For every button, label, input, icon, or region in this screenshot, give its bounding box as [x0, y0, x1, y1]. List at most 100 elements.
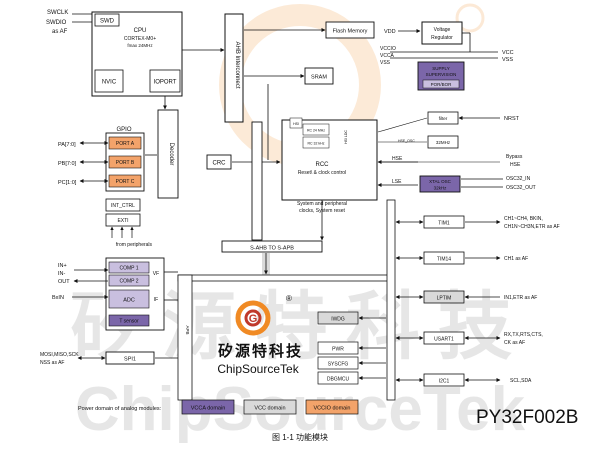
comp1-label: COMP 1 [119, 266, 138, 272]
hse-in-label: HSE [392, 156, 403, 162]
pin-bxin: BxIN [52, 295, 64, 301]
usart1-label: USART1 [434, 337, 454, 343]
usart-pins: RX,TX,RTS,CTS, [504, 332, 543, 338]
i2c-pins: SCL,SDA [510, 378, 532, 384]
from-peripherals-label: from peripherals [116, 242, 153, 248]
hsi-block [289, 117, 303, 129]
pin-in-minus: IN- [58, 271, 66, 277]
logo-mark-letter: G [249, 313, 258, 325]
apb-bus-right [386, 199, 396, 401]
pin-swdio: SWDIO [46, 20, 67, 26]
pwr-label: PWR [332, 347, 344, 353]
pin-vcc-out: VCC [502, 50, 514, 56]
legend-vcca-swatch [181, 399, 235, 415]
por-bor-block [422, 79, 460, 89]
legend-vcca-label: VCCA domain [191, 406, 226, 412]
lptim-pins: IN1,ETR as AF [504, 295, 537, 301]
iwdg-label: IWDG [331, 317, 345, 323]
vreg-label: Voltage [434, 27, 451, 33]
int-ctrl-label: INT_CTRL [111, 203, 135, 209]
xtal-label: XTAL OSC [429, 179, 452, 184]
t-sensor-label: T sensor [119, 319, 139, 325]
xtal-label-2: 32kHz [434, 186, 448, 191]
comp2-label: COMP 2 [119, 279, 138, 285]
ahb-interconnect [224, 13, 244, 123]
fmax-label: fmax 24MHz [127, 43, 153, 48]
cpu-label: CPU [134, 28, 147, 34]
pwr-block [317, 341, 359, 355]
rc24-block [302, 123, 330, 136]
legend-vcc-swatch [243, 399, 297, 415]
pin-spi-nss: NSS as AF [40, 360, 64, 366]
port-a-label: PORT A [116, 141, 135, 147]
adc-block [108, 289, 150, 309]
t-sensor-block [108, 314, 150, 327]
ioport-label: IOPORT [154, 80, 177, 86]
syscfg-label: SYSCFG [328, 362, 349, 368]
swd-label: SWD [100, 19, 115, 25]
pin-osc32-in: OSC32_IN [506, 176, 531, 182]
figure-caption: 图 1-1 功能模块 [272, 432, 328, 442]
port-c [108, 174, 142, 188]
apb-bus-horizontal [177, 274, 391, 282]
hse-osc-label: HSE_OSC [398, 139, 415, 143]
flash-block [325, 21, 375, 39]
pin-vss-out: VSS [502, 57, 513, 63]
pin-bypass: Bypass [506, 154, 523, 160]
i2c1-label: I2C1 [439, 379, 450, 385]
rc24-label: RC 24 MHz [307, 129, 325, 133]
pin-swclk: SWCLK [47, 10, 68, 16]
ahb-bus-vertical [251, 121, 263, 241]
spi1-label: SPI1 [124, 357, 136, 363]
rcc-block [281, 119, 378, 201]
hse-32mhz-block [427, 135, 459, 149]
pin-nrst: NRST [504, 116, 520, 122]
pin-pb: PB[7:0] [58, 161, 77, 167]
pin-in-plus: IN+ [58, 263, 67, 269]
rc32-block [302, 136, 330, 149]
iwdg-block [317, 311, 359, 325]
supply-label: SUPPLY [432, 66, 449, 71]
tim14-label: TIM14 [437, 257, 451, 263]
logo-registered: ® [286, 294, 292, 303]
rc32-label: RC 32 kHz [308, 142, 325, 146]
dbgmcu-label: DBGMCU [327, 377, 350, 383]
lptim-label: LPTIM [437, 296, 452, 302]
comp1-block [108, 261, 150, 274]
part-number: PY32F002B [476, 407, 578, 428]
legend-vccio-label: VCCIO domain [314, 406, 351, 412]
tim14-block [423, 251, 465, 265]
legend-vccio-swatch [305, 399, 359, 415]
port-c-label: PORT C [116, 179, 135, 185]
pin-spi: MOSI,MISO,SCK [40, 352, 79, 358]
usart1-block [423, 331, 465, 345]
lptim-block [423, 290, 465, 304]
pin-pc: PC[1:0] [58, 180, 77, 186]
flash-label: Flash Memory [333, 29, 368, 35]
por-bor-label: POR/BOR [431, 82, 453, 87]
crc-block [206, 154, 232, 170]
i2c1-block [423, 373, 465, 387]
hsi-ldc-label: HSI LDC [344, 130, 348, 144]
hsi-label: HSI [293, 122, 299, 126]
port-b [108, 155, 142, 169]
lse-in-label: LSE [392, 179, 402, 185]
tim14-pins: CH1 as AF [504, 256, 528, 262]
tim1-block [423, 215, 465, 229]
adc-label: ADC [123, 298, 135, 304]
pin-out: OUT [58, 279, 70, 285]
ahb-apb-bridge [221, 240, 323, 253]
legend-vcc-label: VCC domain [254, 406, 285, 412]
int-ctrl-block [105, 198, 141, 212]
sram-label: SRAM [311, 75, 327, 81]
pin-hse: HSE [510, 162, 521, 168]
port-a [108, 136, 142, 150]
logo-chinese: 矽源特科技 [218, 342, 303, 360]
tim1-label: TIM1 [438, 221, 450, 227]
port-b-label: PORT B [116, 160, 135, 166]
comp2-block [108, 274, 150, 287]
decoder-label: Decoder [168, 143, 174, 166]
pin-osc32-out: OSC32_OUT [506, 185, 536, 191]
cortex-label: CORTEX-M0+ [124, 36, 156, 42]
usart-pins-2: CK as AF [504, 340, 525, 346]
